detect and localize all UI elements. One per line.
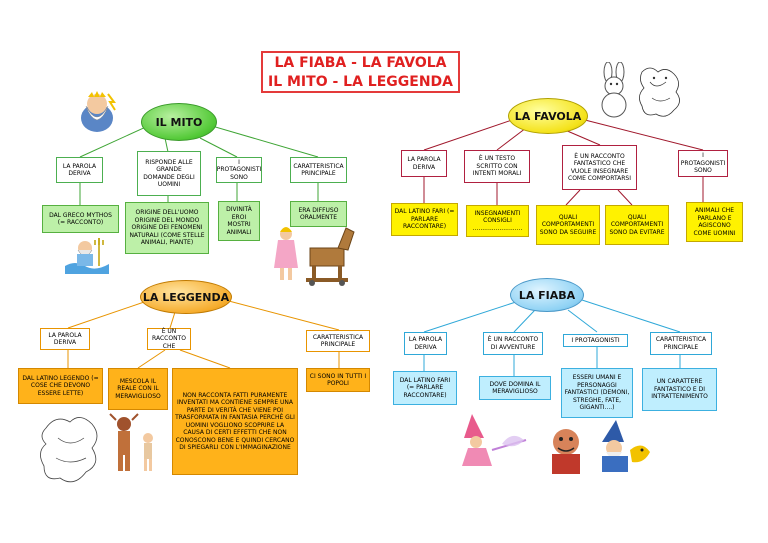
mito-label-caratteristica-text: CARATTERISTICA PRINCIPALE: [293, 162, 344, 178]
mito-header: IL MITO: [155, 115, 203, 129]
fiaba-value-caratteristica-text: UN CARATTERE FANTASTICO E DI INTRATTENIM…: [651, 378, 708, 401]
favola-value-seguire: QUALI COMPORTAMENTI SONO DA SEGUIRE: [536, 205, 600, 245]
main-title: LA FIABA - LA FAVOLA IL MITO - LA LEGGEN…: [261, 51, 460, 93]
favola-value-testo-text: INSEGNAMENTI CONSIGLI ..................…: [472, 209, 523, 232]
leggenda-value-caratteristica-text: CI SONO IN TUTTI I POPOLI: [309, 372, 367, 388]
favola-value-protagonisti: ANIMALI CHE PARLANO E AGISCONO COME UOMI…: [686, 202, 743, 242]
rabbit-illustration: [601, 62, 627, 118]
mito-value-protagonisti: DIVINITÀ EROI MOSTRI ANIMALI: [218, 201, 260, 241]
favola-value-evitare: QUALI COMPORTAMENTI SONO DA EVITARE: [605, 205, 669, 245]
leggenda-value-nonracconta: NON RACCONTA FATTI PURAMENTE INVENTATI M…: [172, 368, 298, 475]
favola-label-protagonisti-text: I PROTAGONISTI SONO: [680, 152, 726, 175]
leggenda-label-parola: LA PAROLA DERIVA: [40, 328, 90, 350]
mito-label-protagonisti: I PROTAGONISTI SONO: [216, 157, 262, 183]
mito-value-caratteristica: ERA DIFFUSO ORALMENTE: [290, 201, 347, 227]
leggenda-value-nonracconta-text: NON RACCONTA FATTI PURAMENTE INVENTATI M…: [175, 391, 295, 452]
fiaba-value-parola-text: DAL LATINO FARI (= PARLARE RACCONTARE): [399, 376, 451, 399]
favola-value-protagonisti-text: ANIMALI CHE PARLANO E AGISCONO COME UOMI…: [693, 207, 736, 237]
favola-value-evitare-text: QUALI COMPORTAMENTI SONO DA EVITARE: [609, 213, 665, 236]
leggenda-label-racconto: È UN RACCONTO CHE: [147, 328, 191, 350]
fiaba-value-avventure: DOVE DOMINA IL MERAVIGLIOSO: [479, 376, 551, 400]
mito-label-parola-text: LA PAROLA DERIVA: [62, 162, 97, 178]
fiaba-value-caratteristica: UN CARATTERE FANTASTICO E DI INTRATTENIM…: [642, 368, 717, 411]
mito-label-risponde: RISPONDE ALLE GRANDE DOMANDE DEGLI UOMIN…: [137, 151, 201, 196]
fiaba-label-parola-text: LA PAROLA DERIVA: [408, 336, 443, 351]
poseidon-illustration: [65, 238, 109, 274]
leggenda-header-oval: LA LEGGENDA: [140, 280, 232, 314]
favola-header: LA FAVOLA: [514, 109, 582, 123]
fiaba-header-oval: LA FIABA: [510, 278, 584, 312]
favola-label-parola: LA PAROLA DERIVA: [401, 150, 447, 177]
mito-label-parola: LA PAROLA DERIVA: [56, 157, 103, 183]
favola-label-testo-text: È UN TESTO SCRITTO CON INTENTI MORALI: [472, 155, 522, 178]
fiaba-label-avventure-text: È UN RACCONTO DI AVVENTURE: [487, 336, 539, 351]
fiaba-value-protagonisti-text: ESSERI UMANI E PERSONAGGI FANTASTICI (DE…: [564, 374, 630, 412]
fiaba-value-avventure-text: DOVE DOMINA IL MERAVIGLIOSO: [489, 380, 541, 396]
favola-label-racconto: È UN RACCONTO FANTASTICO CHE VUOLE INSEG…: [562, 145, 637, 190]
trojan-horse-illustration: [274, 227, 355, 286]
mito-value-parola: DAL GRECO MYTHOS (= RACCONTO): [42, 205, 119, 233]
fiaba-header: LA FIABA: [518, 288, 576, 302]
zeus-illustration: [81, 91, 116, 132]
mito-header-oval: IL MITO: [141, 103, 217, 141]
leggenda-value-mescola: MESCOLA IL REALE CON IL MERAVIGLIOSO: [108, 368, 168, 410]
title-line-1: LA FIABA - LA FAVOLA: [274, 55, 447, 71]
favola-value-testo: INSEGNAMENTI CONSIGLI ..................…: [466, 205, 529, 237]
favola-value-parola-text: DAL LATINO FARI (= PARLARE RACCONTARE): [394, 208, 455, 231]
mito-value-risponde: ORIGINE DELL'UOMO ORIGINE DEL MONDO ORIG…: [125, 202, 209, 254]
fiaba-label-caratteristica-text: CARATTERISTICA PRINCIPALE: [655, 336, 707, 351]
leggenda-label-racconto-text: È UN RACCONTO CHE: [152, 327, 186, 350]
leggenda-value-parola-text: DAL LATINO LEGENDO (= COSE CHE DEVONO ES…: [22, 374, 99, 397]
fairy-illustration: [462, 414, 527, 466]
mito-value-caratteristica-text: ERA DIFFUSO ORALMENTE: [298, 206, 339, 222]
mito-value-protagonisti-text: DIVINITÀ EROI MOSTRI ANIMALI: [226, 206, 252, 236]
leggenda-label-parola-text: LA PAROLA DERIVA: [48, 331, 82, 347]
fiaba-label-avventure: È UN RACCONTO DI AVVENTURE: [483, 332, 543, 355]
favola-value-seguire-text: QUALI COMPORTAMENTI SONO DA SEGUIRE: [539, 213, 597, 236]
leggenda-value-caratteristica: CI SONO IN TUTTI I POPOLI: [306, 368, 370, 392]
leggenda-value-mescola-text: MESCOLA IL REALE CON IL MERAVIGLIOSO: [115, 377, 161, 400]
mito-value-risponde-text: ORIGINE DELL'UOMO ORIGINE DEL MONDO ORIG…: [129, 209, 205, 247]
mito-value-parola-text: DAL GRECO MYTHOS (= RACCONTO): [49, 211, 112, 227]
legend-sketch-illustration: [40, 417, 98, 483]
fiaba-value-protagonisti: ESSERI UMANI E PERSONAGGI FANTASTICI (DE…: [561, 368, 633, 418]
favola-label-testo: È UN TESTO SCRITTO CON INTENTI MORALI: [464, 150, 530, 183]
favola-header-oval: LA FAVOLA: [508, 98, 588, 134]
mito-label-protagonisti-text: I PROTAGONISTI SONO: [216, 158, 262, 181]
fiaba-value-parola: DAL LATINO FARI (= PARLARE RACCONTARE): [393, 371, 457, 405]
fiaba-label-protagonisti: I PROTAGONISTI: [563, 334, 628, 347]
fiaba-label-caratteristica: CARATTERISTICA PRINCIPALE: [650, 332, 712, 355]
fiaba-label-protagonisti-text: I PROTAGONISTI: [571, 336, 620, 344]
leggenda-label-caratteristica: CARATTERISTICA PRINCIPALE: [306, 330, 370, 352]
minotaur-illustration: [109, 413, 153, 471]
mito-label-caratteristica: CARATTERISTICA PRINCIPALE: [290, 157, 347, 183]
title-line-2: IL MITO - LA LEGGENDA: [268, 74, 453, 90]
favola-label-racconto-text: È UN RACCONTO FANTASTICO CHE VUOLE INSEG…: [568, 152, 631, 183]
leggenda-header: LA LEGGENDA: [142, 290, 230, 304]
leggenda-label-caratteristica-text: CARATTERISTICA PRINCIPALE: [312, 333, 364, 349]
favola-label-parola-text: LA PAROLA DERIVA: [407, 156, 441, 171]
favola-label-protagonisti: I PROTAGONISTI SONO: [678, 150, 728, 177]
fiaba-label-parola: LA PAROLA DERIVA: [404, 332, 447, 355]
wizard-illustration: [602, 420, 650, 472]
fable-characters-illustration: [639, 67, 680, 117]
favola-value-parola: DAL LATINO FARI (= PARLARE RACCONTARE): [391, 203, 458, 236]
mito-label-risponde-text: RISPONDE ALLE GRANDE DOMANDE DEGLI UOMIN…: [143, 158, 195, 189]
giant-illustration: [552, 429, 580, 474]
leggenda-value-parola: DAL LATINO LEGENDO (= COSE CHE DEVONO ES…: [18, 368, 103, 404]
